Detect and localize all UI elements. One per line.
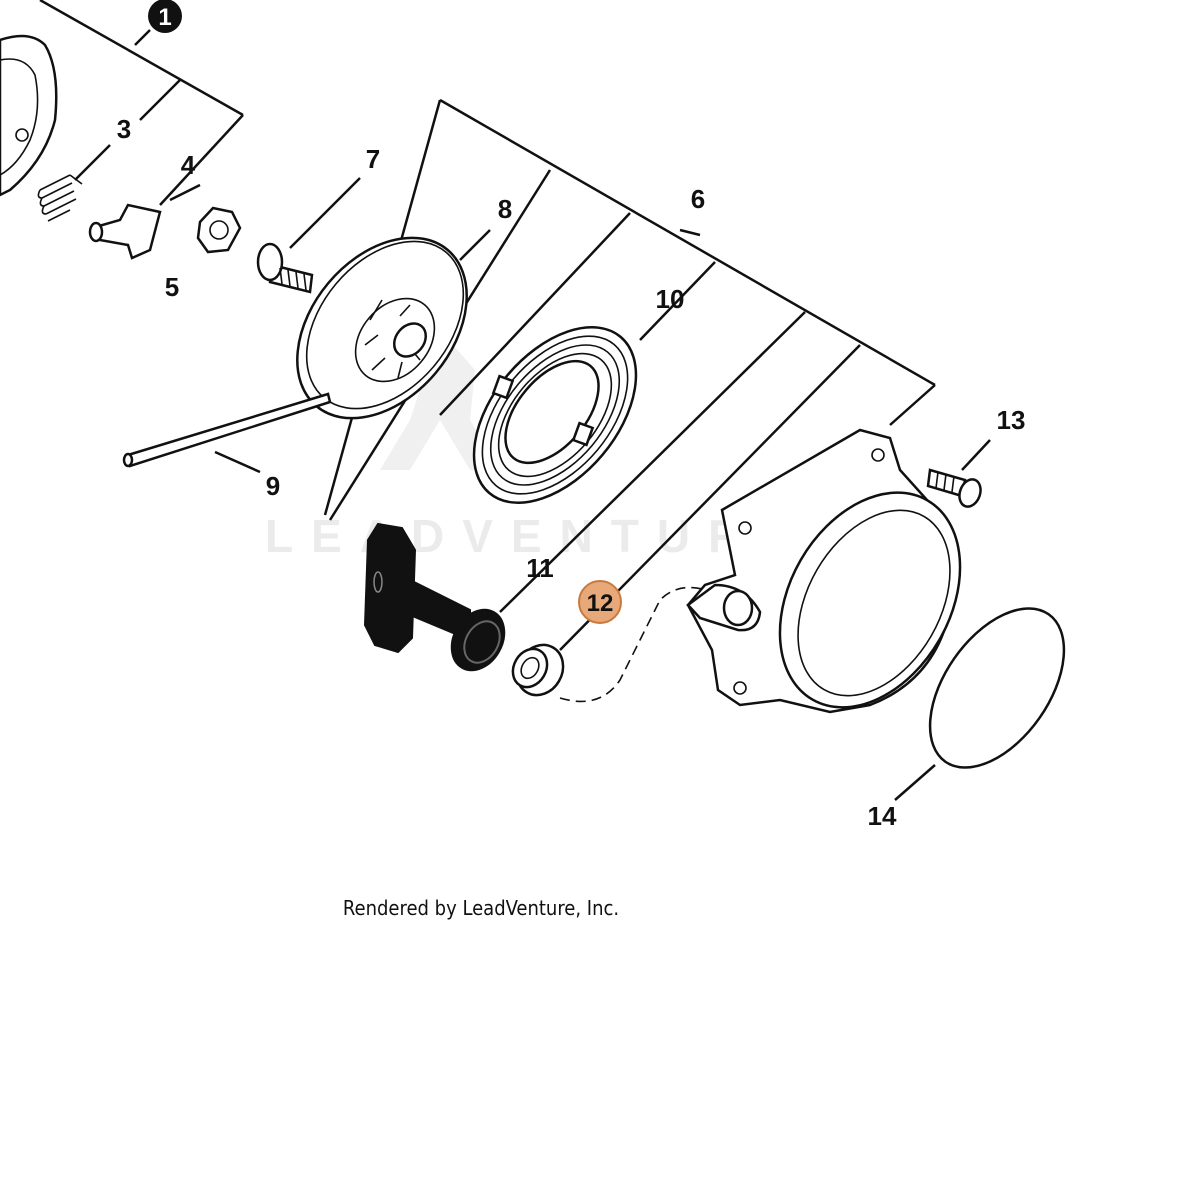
watermark-logo-icon bbox=[380, 330, 500, 470]
part-3-spring bbox=[37, 174, 83, 222]
part-11-handle bbox=[363, 522, 506, 672]
callout-8: 8 bbox=[498, 194, 512, 224]
callout-12[interactable]: 12 bbox=[587, 590, 614, 617]
callout-12-highlight[interactable] bbox=[578, 580, 622, 624]
part-5-nut bbox=[196, 206, 242, 254]
part-13-screw bbox=[926, 439, 991, 508]
part-12-bushing bbox=[511, 586, 713, 703]
callout-1: 1 bbox=[158, 4, 171, 31]
callout-9: 9 bbox=[266, 471, 280, 501]
callout-13: 13 bbox=[997, 405, 1026, 435]
callout-10: 10 bbox=[656, 284, 685, 314]
footer-credit: Rendered by LeadVenture, Inc. bbox=[343, 896, 619, 920]
callout-1-badge bbox=[148, 0, 182, 33]
part-9-rope bbox=[122, 392, 332, 474]
callout-4: 4 bbox=[181, 150, 196, 180]
callout-6: 6 bbox=[691, 184, 705, 214]
part-1-housing bbox=[0, 34, 58, 197]
watermark-text: LEADVENTURE bbox=[265, 510, 808, 562]
callout-numbers: 1 3 4 5 6 7 8 9 10 11 12 13 14 bbox=[117, 0, 1026, 831]
callout-14: 14 bbox=[868, 801, 897, 831]
part-10-recoil-spring bbox=[472, 326, 638, 504]
callout-3: 3 bbox=[117, 114, 131, 144]
callout-11: 11 bbox=[526, 553, 554, 583]
part-4-pawl bbox=[88, 203, 162, 260]
part-14-gasket bbox=[894, 607, 1066, 801]
callout-5: 5 bbox=[165, 272, 179, 302]
callout-7: 7 bbox=[366, 144, 380, 174]
watermark: LEADVENTURE bbox=[265, 330, 808, 562]
part-7-bolt bbox=[256, 242, 314, 294]
part-8-pulley bbox=[296, 236, 468, 420]
part-6-starter-housing bbox=[686, 428, 962, 714]
